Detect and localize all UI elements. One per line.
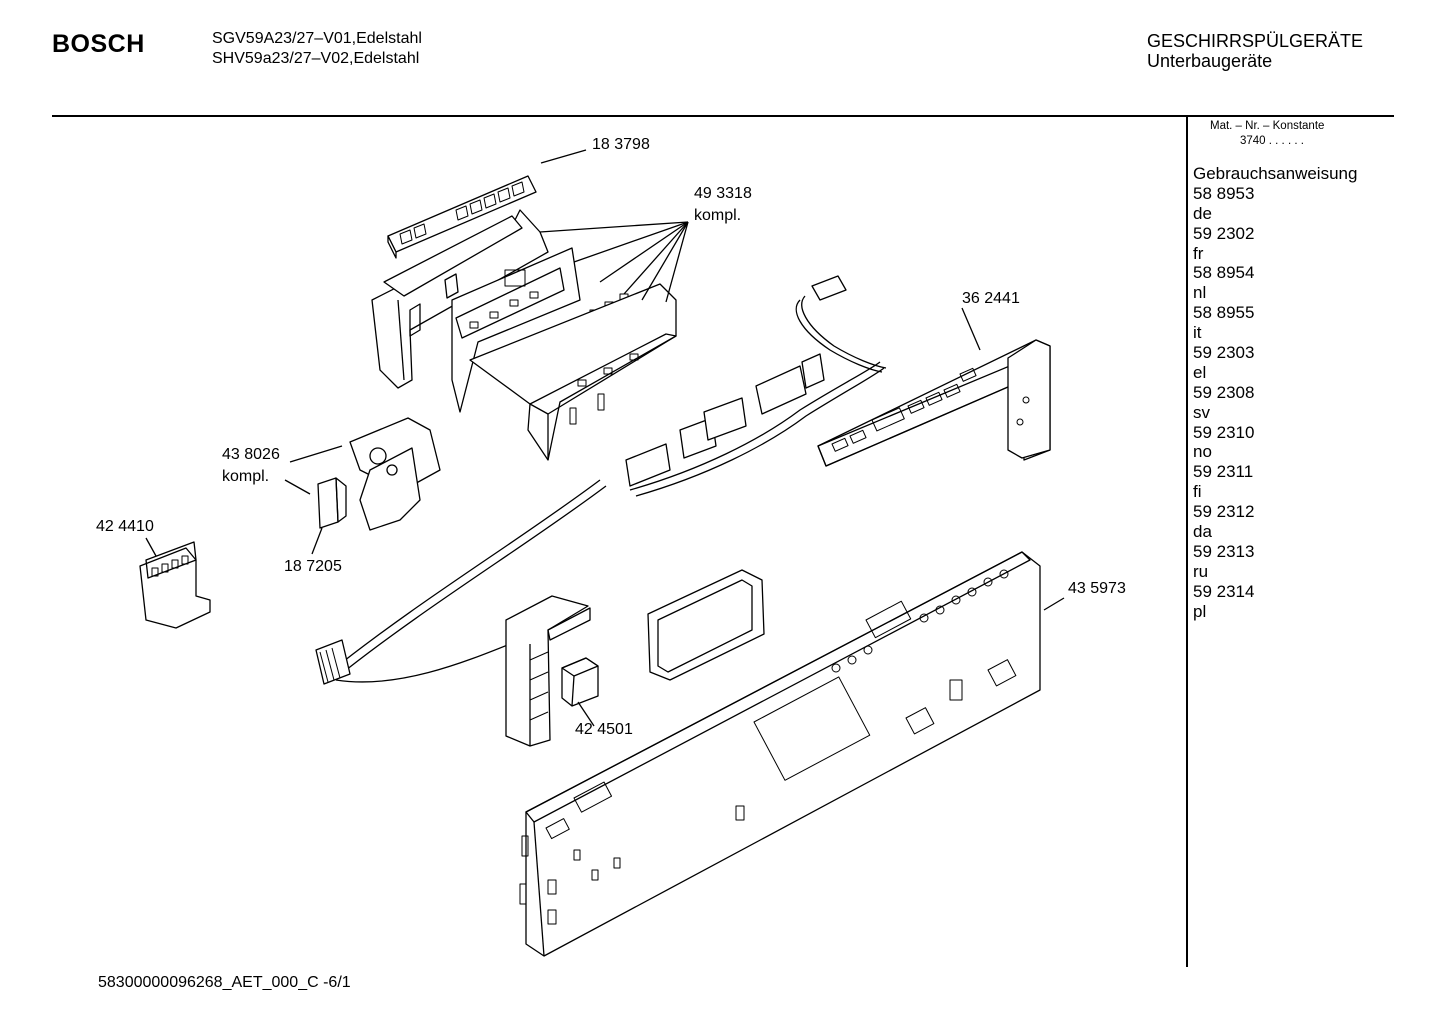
manual-lang: no xyxy=(1193,442,1212,462)
drawing-code: 58300000096268_AET_000_C -6/1 xyxy=(98,974,351,991)
manual-number: 59 2303 xyxy=(1193,343,1255,363)
manual-number: 59 2313 xyxy=(1193,541,1255,561)
part-label-183798: 18 3798 xyxy=(592,136,650,153)
category-title: GESCHIRRSPÜLGERÄTE xyxy=(1147,31,1364,51)
header-divider xyxy=(52,115,1394,117)
brand-logo: BOSCH xyxy=(52,30,145,58)
part-note-493318: kompl. xyxy=(694,207,742,224)
manual-title: Gebrauchsanweisung xyxy=(1193,164,1358,183)
manual-lang: fi xyxy=(1193,482,1202,502)
manual-lang: nl xyxy=(1193,283,1207,303)
model-line-2: SHV59a23/27–V02,Edelstahl xyxy=(212,50,420,67)
part-label-424501: 42 4501 xyxy=(575,721,633,738)
manual-lang: el xyxy=(1193,362,1207,382)
manual-lang: ru xyxy=(1193,561,1209,581)
part-187205-microswitch xyxy=(311,477,347,555)
part-435973-panel-frame xyxy=(505,551,1065,957)
part-label-493318: 49 3318 xyxy=(694,185,752,202)
manual-lang: sv xyxy=(1193,402,1210,422)
manual-list: Gebrauchsanweisung 58 8953 de 59 2302 fr… xyxy=(1193,164,1357,621)
manual-number: 58 8954 xyxy=(1193,263,1255,283)
sidebar-divider xyxy=(1186,117,1188,967)
manual-number: 59 2310 xyxy=(1193,422,1255,442)
manual-number: 59 2311 xyxy=(1193,462,1254,482)
manual-number: 58 8953 xyxy=(1193,183,1255,203)
part-label-362441: 36 2441 xyxy=(962,290,1020,307)
manual-lang: de xyxy=(1193,203,1212,223)
manual-lang: fr xyxy=(1193,243,1204,263)
manual-number: 59 2312 xyxy=(1193,502,1255,522)
part-424410-terminal-block xyxy=(139,537,211,629)
part-label-187205: 18 7205 xyxy=(284,558,342,575)
part-493318-control-module xyxy=(371,209,689,461)
part-label-435973: 43 5973 xyxy=(1068,580,1126,597)
model-line-1: SGV59A23/27–V01,Edelstahl xyxy=(212,30,422,47)
exploded-view-drawing xyxy=(139,149,1065,957)
manual-lang: da xyxy=(1193,522,1212,542)
part-362441-front-bar xyxy=(817,307,1051,467)
category-subtitle: Unterbaugeräte xyxy=(1147,51,1273,71)
manual-number: 59 2314 xyxy=(1193,581,1255,601)
part-424501-cube xyxy=(561,657,599,727)
matnr-label: Mat. – Nr. – Konstante xyxy=(1210,120,1325,132)
manual-number: 59 2308 xyxy=(1193,382,1255,402)
manual-lang: it xyxy=(1193,323,1202,343)
part-438026-switch xyxy=(284,417,441,531)
manual-number: 58 8955 xyxy=(1193,303,1255,323)
matnr-value: 3740 . . . . . . xyxy=(1240,135,1304,147)
part-label-424410: 42 4410 xyxy=(96,518,154,535)
part-label-438026: 43 8026 xyxy=(222,446,280,463)
manual-lang: pl xyxy=(1193,601,1207,621)
part-183798-display-strip xyxy=(387,149,587,259)
part-note-438026: kompl. xyxy=(222,468,270,485)
manual-number: 59 2302 xyxy=(1193,223,1255,243)
part-wire-harness xyxy=(315,275,887,685)
